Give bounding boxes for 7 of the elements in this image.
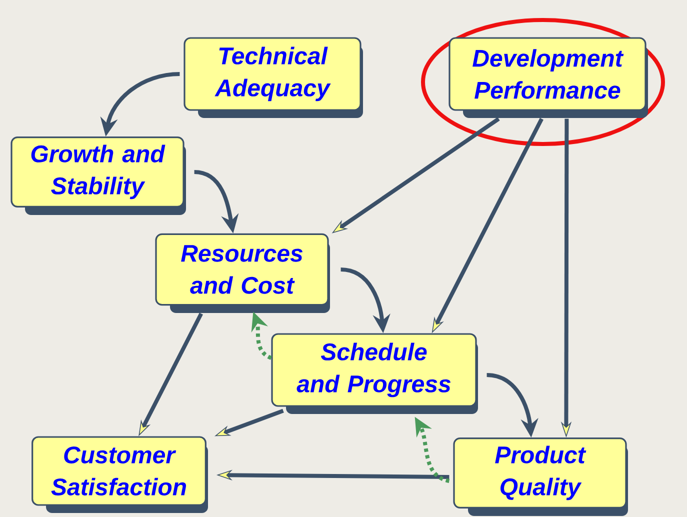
process-box: Development Performance	[448, 37, 648, 118]
process-box: Product Quality	[453, 438, 628, 516]
process-box: Schedule and Progress	[271, 333, 478, 414]
process-box: Resources and Cost	[155, 233, 330, 313]
process-box: Growth and Stability	[10, 136, 186, 215]
process-box: Technical Adequacy	[184, 37, 363, 118]
process-box: Customer Satisfaction	[32, 436, 208, 513]
